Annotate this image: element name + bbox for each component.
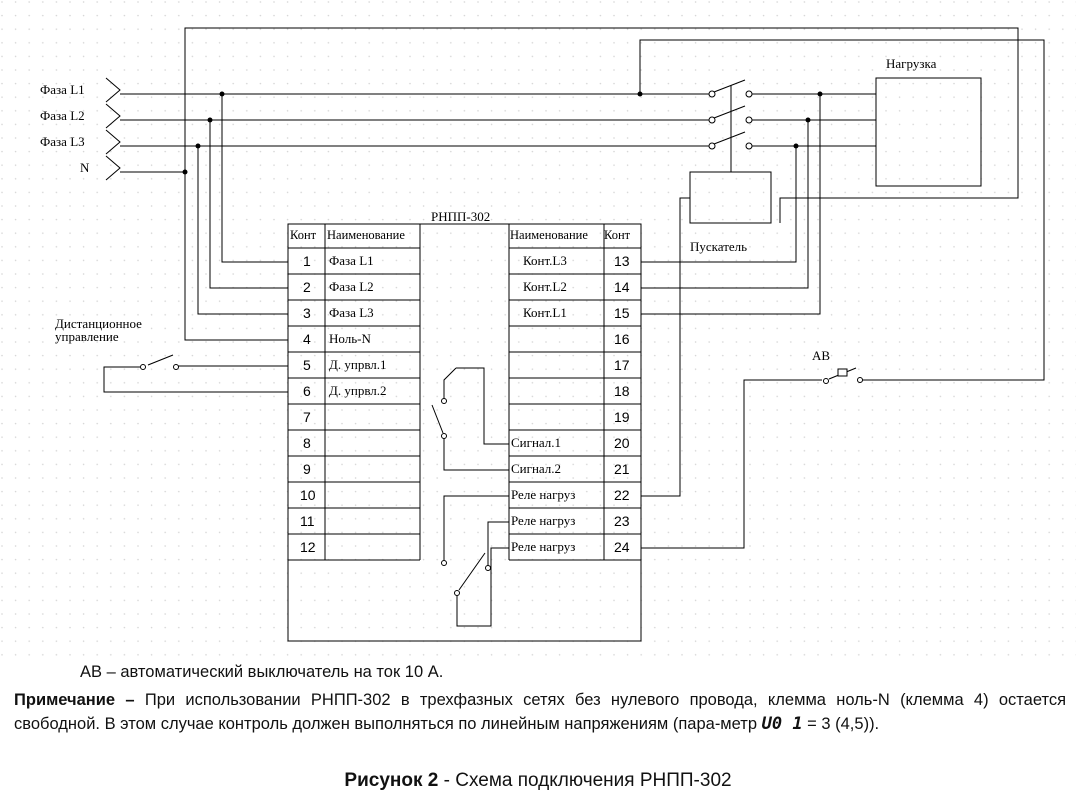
left-terminal-number: 7: [303, 409, 311, 425]
right-terminal-name: Реле нагруз: [511, 539, 575, 554]
breaker-note: АВ – автоматический выключатель на ток 1…: [80, 663, 444, 681]
right-terminal-number: 24: [614, 539, 630, 555]
right-terminal-table: Наименование Конт Конт.L3 Конт.L2 Конт.L…: [508, 223, 641, 561]
right-terminal-name: Сигнал.1: [511, 435, 561, 450]
left-terminal-name: Ноль-N: [329, 331, 371, 346]
left-terminal-number: 1: [303, 253, 311, 269]
load-box: [875, 77, 982, 187]
right-terminal-number: 19: [614, 409, 630, 425]
remote-control-label: Дистанционное: [55, 316, 142, 331]
left-terminal-number: 2: [303, 279, 311, 295]
phase-bus-lines: [120, 93, 710, 173]
device-title: РНПП-302: [431, 209, 490, 224]
right-terminal-number: 18: [614, 383, 630, 399]
left-terminal-number: 8: [303, 435, 311, 451]
parameter-value: = 3 (4,5)).: [807, 714, 880, 733]
right-terminal-name: Конт.L2: [523, 279, 567, 294]
left-terminal-name: Д. упрвл.2: [329, 383, 387, 398]
dot-grid-background: [0, 0, 1076, 662]
left-header-num: Конт: [290, 228, 317, 242]
right-terminal-number: 23: [614, 513, 630, 529]
right-terminal-name: Конт.L1: [523, 305, 567, 320]
note-text: При использовании РНПП-302 в трехфазных …: [14, 691, 1066, 733]
right-terminal-name: Реле нагруз: [511, 513, 575, 528]
signal-relay-contact: [431, 367, 509, 471]
left-terminal-number: 10: [300, 487, 316, 503]
right-terminal-name: Конт.L3: [523, 253, 567, 268]
left-terminal-number: 9: [303, 461, 311, 477]
remote-control-label: управление: [55, 329, 119, 344]
right-terminal-number: 15: [614, 305, 630, 321]
right-terminal-number: 14: [614, 279, 630, 295]
breaker-av-symbol: [823, 367, 863, 384]
device-enclosure: [287, 223, 642, 642]
load-relay-contact: [441, 495, 509, 627]
left-terminal-name: Фаза L1: [329, 253, 374, 268]
line-break-marks: [105, 77, 121, 181]
figure-label: Рисунок 2: [344, 770, 439, 791]
left-terminal-number: 11: [300, 513, 315, 529]
right-terminal-name: Реле нагруз: [511, 487, 575, 502]
right-terminal-name: Сигнал.2: [511, 461, 561, 476]
starter-label: Пускатель: [690, 239, 747, 254]
left-terminal-number: 4: [303, 331, 311, 347]
neutral-label: N: [80, 160, 90, 175]
phase-l3-label: Фаза L3: [40, 134, 85, 149]
figure-title: - Схема подключения РНПП-302: [443, 770, 732, 791]
note-label: Примечание –: [14, 691, 135, 709]
left-terminal-name: Д. упрвл.1: [329, 357, 387, 372]
figure-caption: Рисунок 2 - Схема подключения РНПП-302: [0, 770, 1076, 792]
phase-l1-label: Фаза L1: [40, 82, 85, 97]
left-terminal-name: Фаза L3: [329, 305, 374, 320]
output-terminal-wires: [641, 94, 822, 549]
right-header-name: Наименование: [510, 228, 588, 242]
left-terminal-name: Фаза L2: [329, 279, 374, 294]
left-terminal-table: Конт Наименование 1 2 3 4 5 6 7 8 9 10 1…: [288, 223, 421, 561]
starter-main-contacts: [708, 79, 876, 172]
phase-l2-label: Фаза L2: [40, 108, 85, 123]
wiring-diagram: Фаза L1 Фаза L2 Фаза L3 N: [0, 0, 1076, 662]
load-label: Нагрузка: [886, 56, 937, 71]
usage-note: Примечание – При использовании РНПП-302 …: [14, 689, 1066, 736]
outer-wiring-loops: [184, 27, 1045, 381]
left-terminal-number: 6: [303, 383, 311, 399]
right-terminal-number: 16: [614, 331, 630, 347]
input-terminal-wires: [184, 94, 288, 341]
breaker-av-label: АВ: [812, 348, 830, 363]
left-terminal-number: 5: [303, 357, 311, 373]
remote-control-switch: [103, 354, 288, 393]
right-terminal-number: 13: [614, 253, 630, 269]
right-terminal-number: 20: [614, 435, 630, 451]
right-terminal-number: 17: [614, 357, 630, 373]
right-terminal-number: 21: [614, 461, 630, 477]
left-terminal-number: 3: [303, 305, 311, 321]
left-terminal-number: 12: [300, 539, 316, 555]
right-header-num: Конт: [604, 228, 631, 242]
parameter-code: U0 1: [761, 713, 803, 734]
right-terminal-number: 22: [614, 487, 630, 503]
left-header-name: Наименование: [327, 228, 405, 242]
